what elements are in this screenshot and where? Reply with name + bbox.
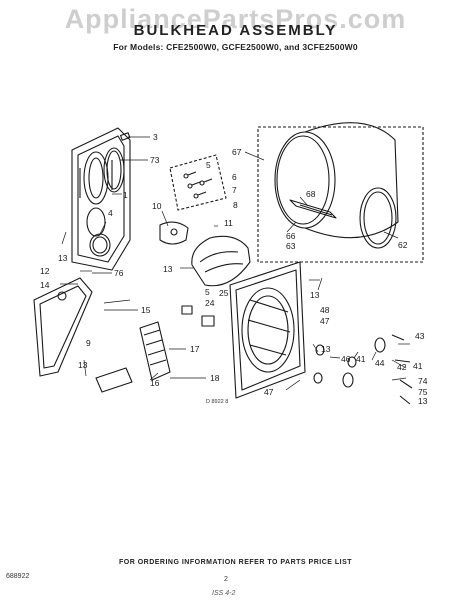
callout-8: 8 (233, 200, 238, 210)
callout-48: 48 (320, 305, 330, 315)
callout-1: 1 (123, 190, 128, 200)
drum (257, 122, 424, 263)
callout-5: 5 (206, 160, 211, 170)
callout-7: 7 (232, 185, 237, 195)
callout-12: 12 (40, 266, 50, 276)
callout-42: 42 (397, 362, 407, 372)
callout-13: 13 (418, 396, 428, 406)
door-panel-14 (33, 277, 93, 377)
ordering-note: FOR ORDERING INFORMATION REFER TO PARTS … (118, 559, 353, 566)
rear-bulkhead (229, 261, 306, 399)
page-title: BULKHEAD ASSEMBLY (133, 22, 338, 39)
thermostat-25 (201, 315, 215, 327)
callout-9: 9 (86, 338, 91, 348)
callout-13: 13 (58, 253, 68, 263)
callout-10: 10 (152, 201, 162, 211)
callout-25: 25 (219, 288, 229, 298)
callout-74: 74 (418, 376, 428, 386)
handwritten-note: ISS 4-2 (212, 590, 236, 597)
callout-63: 63 (286, 241, 296, 251)
page-number: 2 (224, 576, 228, 583)
callout-6: 6 (232, 172, 237, 182)
callout-46: 46 (341, 354, 351, 364)
duct-cover-11 (191, 235, 251, 287)
callout-76: 76 (114, 268, 124, 278)
watermark: AppliancePartsPros.com (64, 4, 407, 34)
callout-16: 16 (150, 378, 160, 388)
model-list: For Models: CFE2500W0, GCFE2500W0, and 3… (113, 42, 358, 52)
callout-47: 47 (264, 387, 274, 397)
callout-43: 43 (415, 331, 425, 341)
shelf-9 (95, 367, 133, 393)
callout-17: 17 (190, 344, 200, 354)
callout-75: 75 (418, 387, 428, 397)
part-code: 688922 (6, 573, 30, 580)
callout-11: 11 (224, 218, 233, 228)
callout-67: 67 (232, 147, 242, 157)
callout-47: 47 (320, 316, 330, 326)
callout-44: 44 (375, 358, 385, 368)
callout-24: 24 (205, 298, 215, 308)
callout-18: 18 (210, 373, 220, 383)
front-bulkhead-panel (71, 127, 131, 271)
callout-5: 5 (205, 287, 210, 297)
callout-68: 68 (306, 189, 316, 199)
part-24 (181, 305, 193, 315)
diagram-id: D 8922 8 (206, 399, 229, 405)
screw-set-box (169, 154, 227, 211)
callout-13: 13 (321, 344, 331, 354)
callout-41: 41 (413, 361, 423, 371)
callout-66: 66 (286, 231, 296, 241)
heater-17 (139, 321, 171, 381)
callout-14: 14 (40, 280, 50, 290)
callout-13: 13 (310, 290, 320, 300)
bracket-10 (159, 221, 189, 245)
callout-4: 4 (108, 208, 113, 218)
callout-41: 41 (356, 354, 366, 364)
felt-seal-73 (103, 147, 125, 193)
callout-3: 3 (153, 132, 158, 142)
callout-15: 15 (141, 305, 151, 315)
callout-13: 13 (163, 264, 173, 274)
callout-13: 13 (78, 360, 88, 370)
callout-73: 73 (150, 155, 160, 165)
callout-62: 62 (398, 240, 408, 250)
